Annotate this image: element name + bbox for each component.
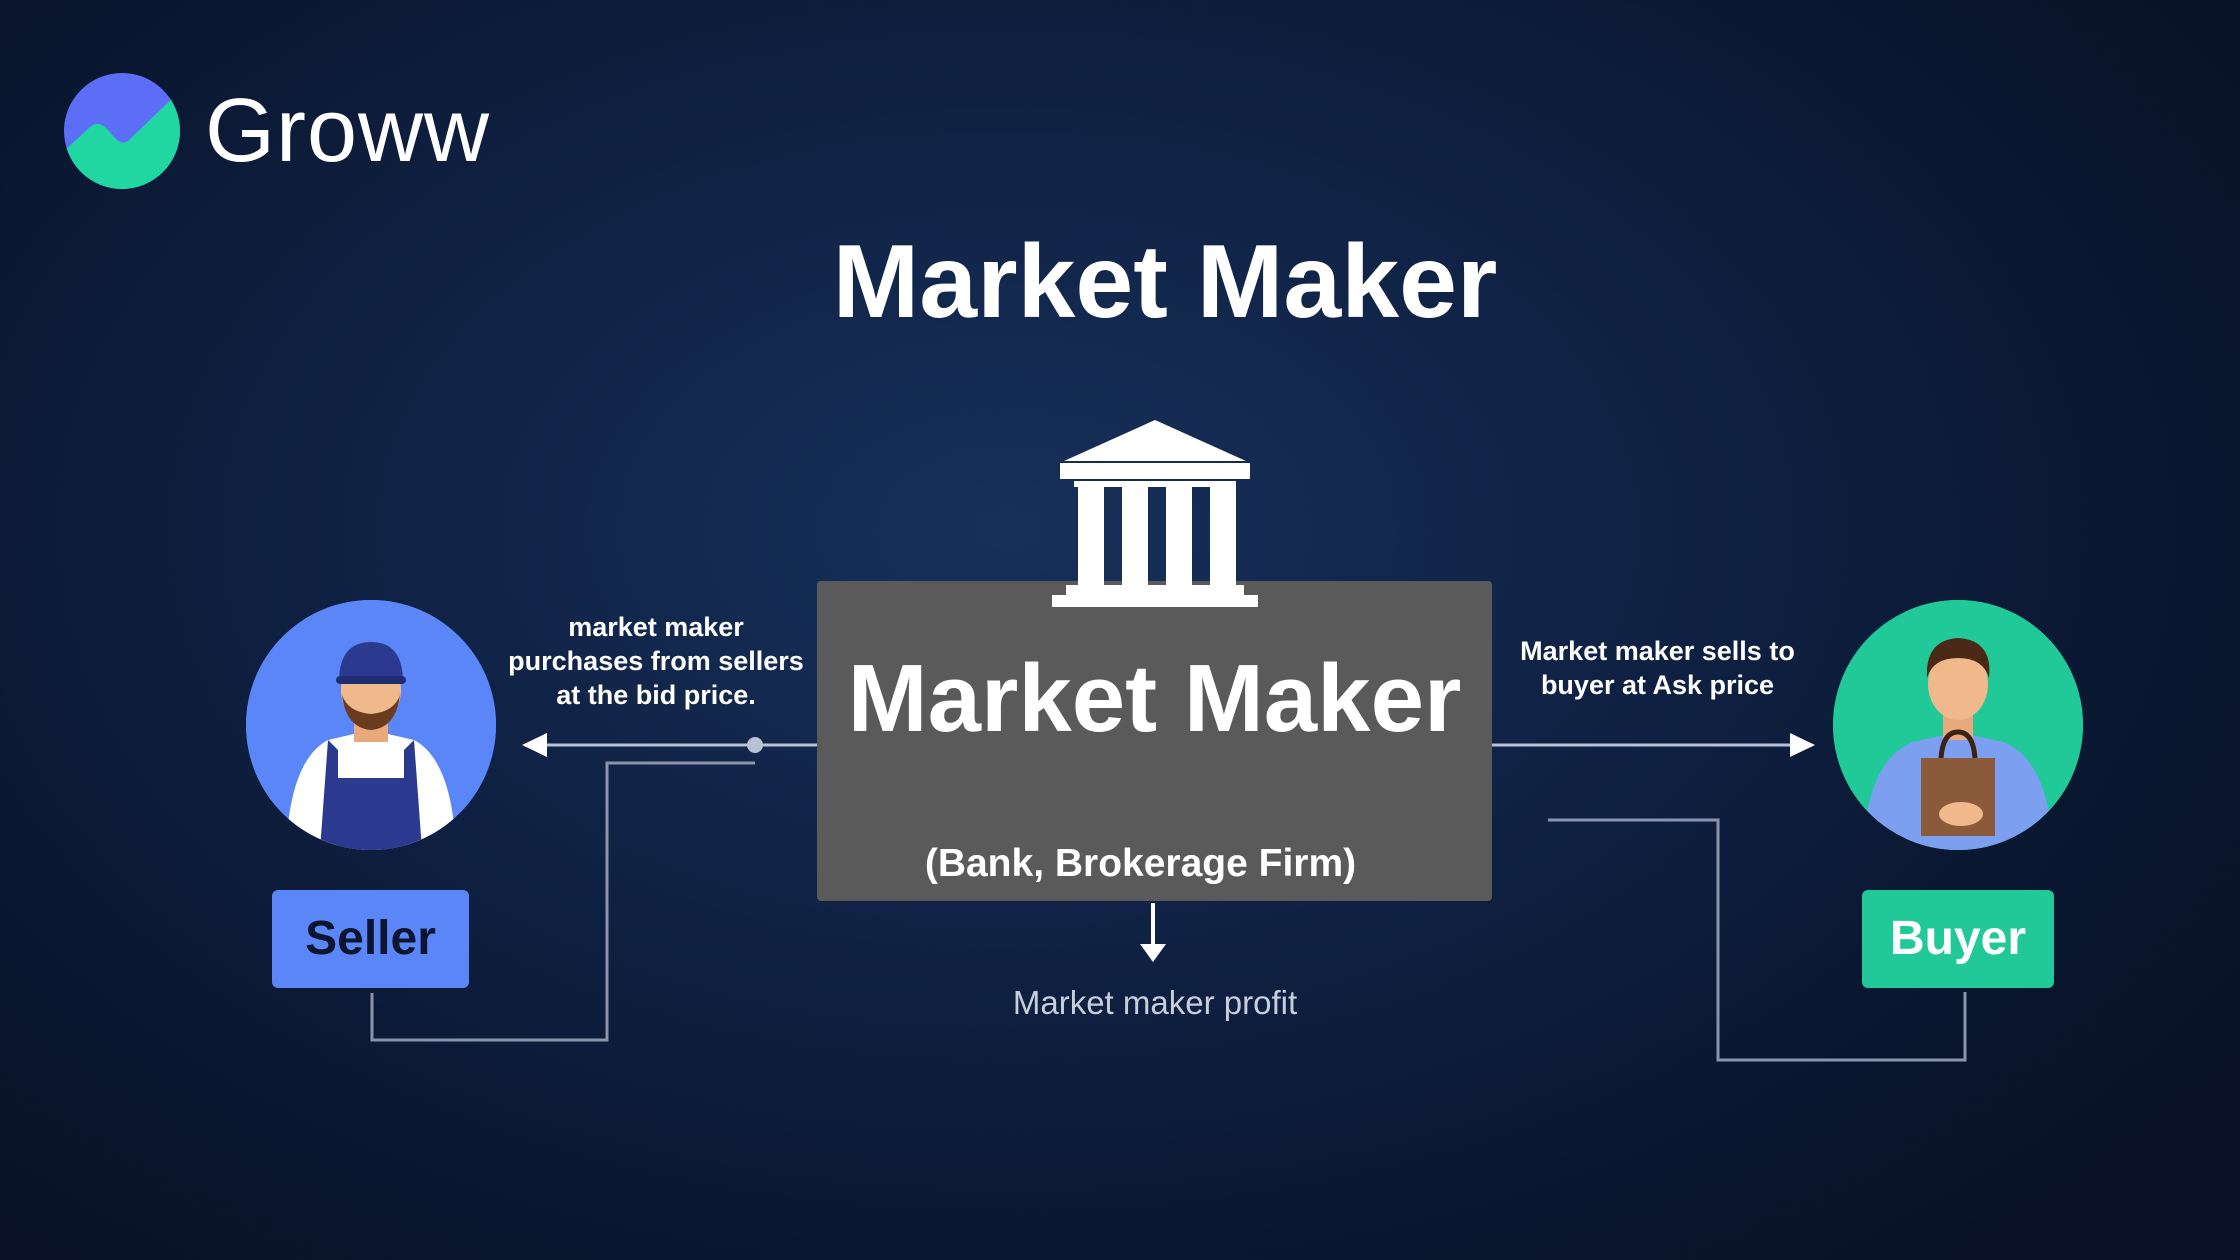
seller-person-icon <box>246 600 496 850</box>
seller-button[interactable]: Seller <box>272 890 469 988</box>
market-maker-box-subtitle: (Bank, Brokerage Firm) <box>924 842 1357 885</box>
seller-return-path <box>370 761 755 1042</box>
buyer-arrowhead <box>1790 733 1815 757</box>
buyer-button[interactable]: Buyer <box>1862 890 2054 988</box>
market-maker-box-title: Market Maker <box>847 645 1462 752</box>
bank-building-icon <box>1046 417 1264 609</box>
groww-logo-icon <box>64 73 180 189</box>
seller-flow-dot <box>747 737 763 753</box>
market-maker-box <box>817 581 1492 901</box>
buyer-flow-label: Market maker sells to buyer at Ask price <box>1520 636 1795 700</box>
profit-label: Market maker profit <box>1012 984 1298 1021</box>
buyer-return-path <box>1548 818 1967 1062</box>
seller-arrowhead <box>522 733 547 757</box>
seller-flow-label: market maker purchases from sellers at t… <box>508 612 804 710</box>
page-title: Market Maker <box>832 224 1498 340</box>
profit-arrowhead <box>1140 944 1166 962</box>
brand-name: Groww <box>205 81 491 181</box>
buyer-person-icon <box>1833 600 2083 850</box>
